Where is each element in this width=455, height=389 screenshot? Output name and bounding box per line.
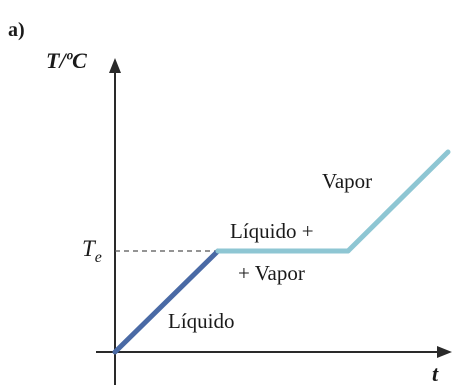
annotation-vapor: Vapor (322, 169, 372, 193)
segment-vapor-heating (345, 149, 451, 254)
x-axis-label: t (432, 361, 439, 386)
y-axis-arrow (109, 58, 121, 73)
segment-liquid-heating (112, 248, 221, 355)
axes (96, 58, 452, 385)
annotation-liquido-plus: Líquido + (230, 219, 314, 243)
x-axis-arrow (437, 346, 452, 358)
y-tick-label-subscript: e (95, 249, 102, 266)
y-axis-label: T/ºC (46, 48, 87, 73)
annotation-plus-vapor: + Vapor (238, 261, 305, 285)
y-tick-label-base: T (82, 236, 97, 261)
panel-label: a) (8, 19, 25, 41)
y-tick-label-te: Te (82, 236, 102, 266)
annotation-liquido: Líquido (168, 309, 235, 333)
